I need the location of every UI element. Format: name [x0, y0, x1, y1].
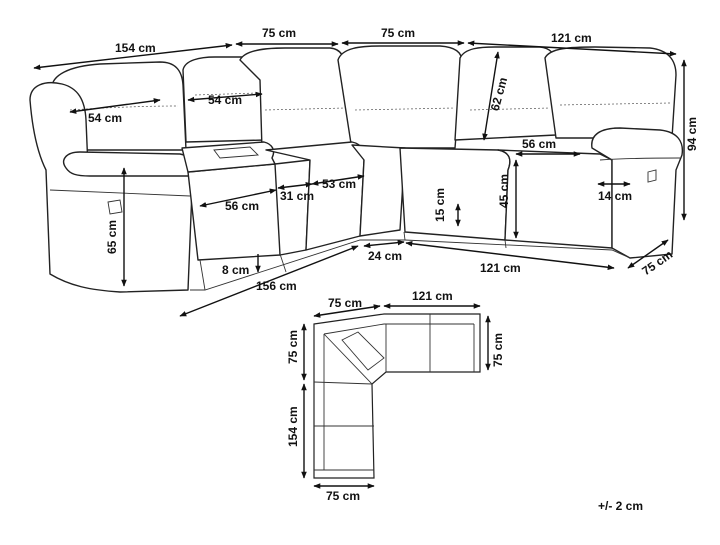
label-side-height: 65 cm [105, 220, 119, 254]
sofa-front-view [29, 45, 684, 293]
left-arm-front-seam [49, 189, 191, 197]
label-top-corner-left: 75 cm [262, 26, 296, 40]
plan-right-dividers [385, 314, 475, 372]
tolerance-note: +/- 2 cm [598, 499, 643, 513]
label-console-width: 31 cm [280, 189, 314, 203]
dim-line-bottom-right-depth [627, 239, 669, 269]
stitch-mid-back [264, 107, 346, 111]
right-arm-seam [599, 157, 681, 161]
corner-back-cushion [337, 45, 463, 151]
plan-back-line [323, 323, 474, 335]
dim-line-console [277, 181, 313, 191]
label-seat-height: 45 cm [497, 174, 511, 208]
dim-line-backrest-right [482, 51, 500, 141]
label-seat-right-width: 56 cm [522, 137, 556, 151]
label-total-height: 94 cm [685, 117, 699, 151]
label-corner-bottom: 24 cm [368, 249, 402, 263]
right-seat-cushion [399, 147, 511, 241]
dim-line-backrest-left [69, 98, 161, 114]
corner-seat [351, 144, 406, 237]
plan-label-bottom-depth: 75 cm [326, 489, 360, 503]
console-lower [274, 159, 311, 256]
label-bottom-left-width: 156 cm [256, 279, 297, 293]
right-back-cushion [544, 46, 677, 139]
dim-line-backrest-console [187, 91, 263, 103]
dim-line-top-right [467, 40, 677, 57]
label-seat-mid-width: 53 cm [322, 177, 356, 191]
dim-line-seat-left [199, 188, 277, 208]
plan-outline [313, 313, 481, 479]
sofa-plan-view [313, 313, 481, 479]
plan-label-left-length: 154 cm [286, 406, 300, 447]
right-armrest [591, 127, 684, 259]
label-cushion-thickness: 15 cm [433, 188, 447, 222]
plan-corner-seat [341, 331, 385, 371]
plan-dimensions: 75 cm 121 cm 75 cm 75 cm 154 cm 75 cm [286, 289, 505, 503]
label-top-corner-right: 75 cm [381, 26, 415, 40]
plan-label-right-depth: 75 cm [491, 333, 505, 367]
plan-left-dividers [313, 381, 374, 471]
front-dimensions: 154 cm 75 cm 75 cm 121 cm 94 cm 54 cm 54… [33, 26, 699, 317]
plan-label-top-right: 121 cm [412, 289, 453, 303]
label-bottom-right-width: 121 cm [480, 261, 521, 275]
stitch-corner-back [354, 107, 456, 111]
left-arm-top-pad [62, 151, 195, 177]
label-backrest-left: 54 cm [88, 111, 122, 125]
right-recline-lever [647, 169, 657, 183]
label-seat-left-width: 56 cm [225, 199, 259, 213]
dim-line-bottom-right [405, 240, 615, 271]
right-recliner-seat [497, 149, 613, 249]
dim-line-bottom-left [179, 245, 359, 317]
label-top-left-width: 154 cm [115, 41, 156, 55]
label-leg-height: 8 cm [222, 263, 249, 277]
plan-label-left-corner: 75 cm [286, 330, 300, 364]
console-cupholder [213, 146, 260, 159]
plan-label-top-corner: 75 cm [328, 296, 362, 310]
label-backrest-console: 54 cm [208, 93, 242, 107]
label-arm-width: 14 cm [598, 189, 632, 203]
dim-line-top-left [33, 42, 233, 71]
plan-corner-diagonal [323, 333, 373, 385]
plan-dim-top-corner [313, 304, 381, 318]
dim-line-seat-mid [311, 174, 365, 186]
label-top-right-width: 121 cm [551, 31, 592, 45]
dim-line-corner-bottom [363, 239, 405, 249]
